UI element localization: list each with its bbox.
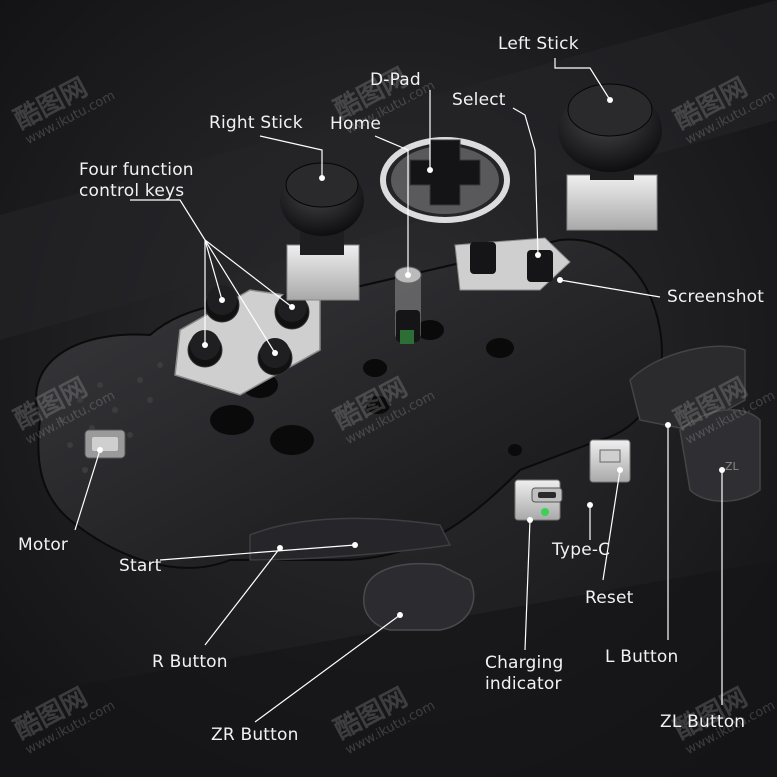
function-keys [187, 285, 310, 376]
label-r-button: R Button [152, 652, 228, 672]
label-zr-button: ZR Button [211, 725, 299, 745]
d-pad [380, 137, 510, 223]
grip-texture [57, 362, 163, 473]
label-zl-button: ZL Button [660, 712, 746, 732]
label-reset: Reset [585, 588, 634, 608]
label-screenshot: Screenshot [667, 287, 765, 307]
label-home: Home [330, 114, 382, 134]
home-button [394, 266, 422, 344]
label-right-stick: Right Stick [209, 113, 303, 133]
label-charging-indicator: Charging indicator [485, 653, 564, 694]
label-type-c: Type-C [552, 540, 611, 560]
background-diagonal-band-lower [0, 560, 777, 777]
label-four-function-keys: Four function control keys [79, 160, 194, 201]
label-d-pad: D-Pad [370, 70, 421, 90]
label-motor: Motor [18, 535, 69, 555]
charging-led [541, 508, 549, 516]
label-select: Select [452, 90, 506, 110]
l-button-part [629, 345, 746, 431]
label-l-button: L Button [605, 647, 679, 667]
zl-button-part [679, 409, 761, 502]
right-stick [280, 162, 364, 301]
left-stick [558, 83, 662, 231]
label-left-stick: Left Stick [498, 34, 579, 54]
zr-button-part [363, 563, 475, 631]
type-c-board [514, 479, 563, 521]
background-diagonal-band [0, 0, 777, 340]
label-start: Start [119, 556, 162, 576]
reset-switch [589, 439, 631, 483]
leader-dots [97, 97, 725, 618]
motor [84, 429, 126, 459]
leader-lines [74, 58, 723, 723]
shell-holes [210, 320, 522, 456]
zl-embossed-mark: ZL [725, 460, 740, 473]
select-screenshot-buttons [470, 242, 553, 282]
